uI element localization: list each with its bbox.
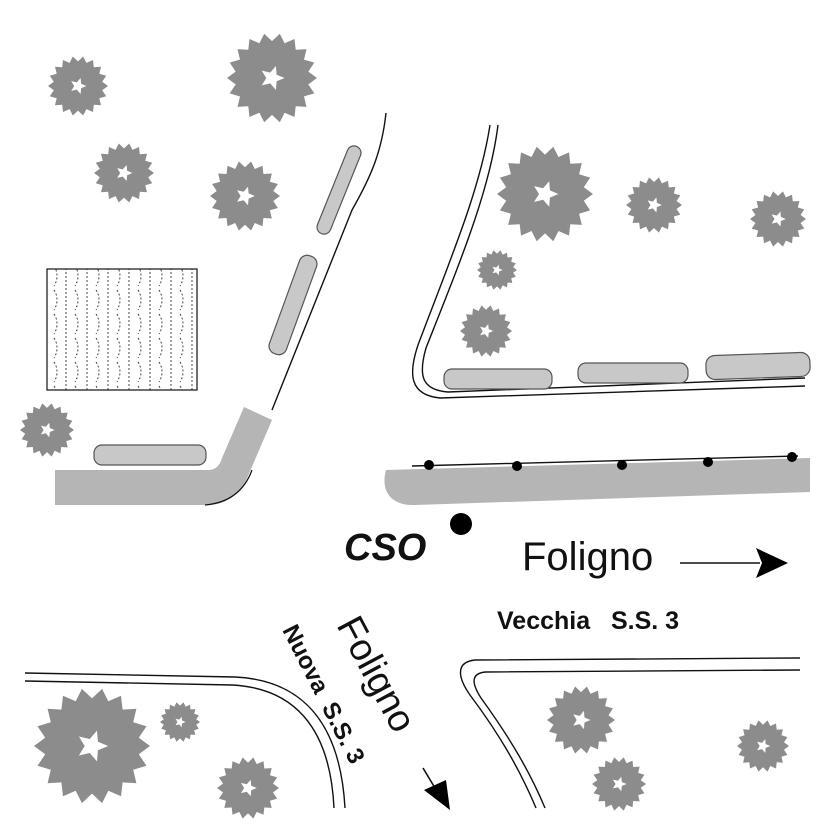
nw-road-edge <box>271 112 387 411</box>
hedge <box>443 368 553 390</box>
fence-post <box>617 460 627 470</box>
tree-centre <box>71 78 87 94</box>
sw-road-edge-inner <box>24 680 335 809</box>
tree-centre <box>492 264 503 276</box>
cso-dot <box>450 513 472 535</box>
direction-south: Foligno Nuova S.S. 3 <box>277 610 450 810</box>
road-name-old: Vecchia S.S. 3 <box>497 607 679 635</box>
tree-centre <box>78 730 109 762</box>
tree-centre <box>480 324 494 338</box>
west-road-curb <box>204 469 253 506</box>
hedge <box>316 145 362 235</box>
road-strips <box>55 407 810 506</box>
west-road-strip <box>55 407 272 505</box>
hedges <box>93 145 811 466</box>
fence-line <box>411 455 799 467</box>
trees <box>20 33 806 819</box>
tree-centre <box>757 739 771 753</box>
tree-centre <box>175 716 186 728</box>
tree-centre <box>261 66 285 90</box>
cso-marker: CSO <box>344 513 472 569</box>
east-arrow-head-icon <box>756 548 788 578</box>
ne-road-edge-outer <box>411 124 806 399</box>
building-footprint <box>46 268 198 391</box>
road-lines <box>24 112 806 809</box>
hedge <box>577 362 689 384</box>
tree-centre <box>771 211 786 227</box>
hedge <box>93 444 207 466</box>
south-arrow-shaft <box>422 767 436 789</box>
south-arrow-head-icon <box>424 780 450 810</box>
direction-east: Foligno <box>522 535 788 579</box>
hedge <box>268 254 318 356</box>
se-road-edge-outer <box>459 657 801 809</box>
tree-centre <box>117 165 133 181</box>
se-road-edge-inner <box>473 669 801 809</box>
tree-centre <box>612 776 627 792</box>
fence-post <box>787 452 797 462</box>
tree-centre <box>237 186 255 206</box>
fence-post <box>424 460 434 470</box>
fence-post <box>703 457 713 467</box>
fence-posts <box>424 452 797 471</box>
hedge <box>705 351 811 381</box>
sw-road-edge-outer <box>24 672 346 809</box>
tree-centre <box>573 710 591 730</box>
east-road-strip <box>384 458 810 506</box>
tree-centre <box>647 197 662 213</box>
building <box>46 268 198 391</box>
fence-post <box>512 461 522 471</box>
tree-centre <box>241 779 257 797</box>
destination-east-label: Foligno <box>522 535 653 579</box>
ne-road-edge-inner <box>421 124 806 393</box>
tree-centre <box>534 181 559 207</box>
cso-label: CSO <box>344 527 426 569</box>
tree-centre <box>40 422 55 438</box>
